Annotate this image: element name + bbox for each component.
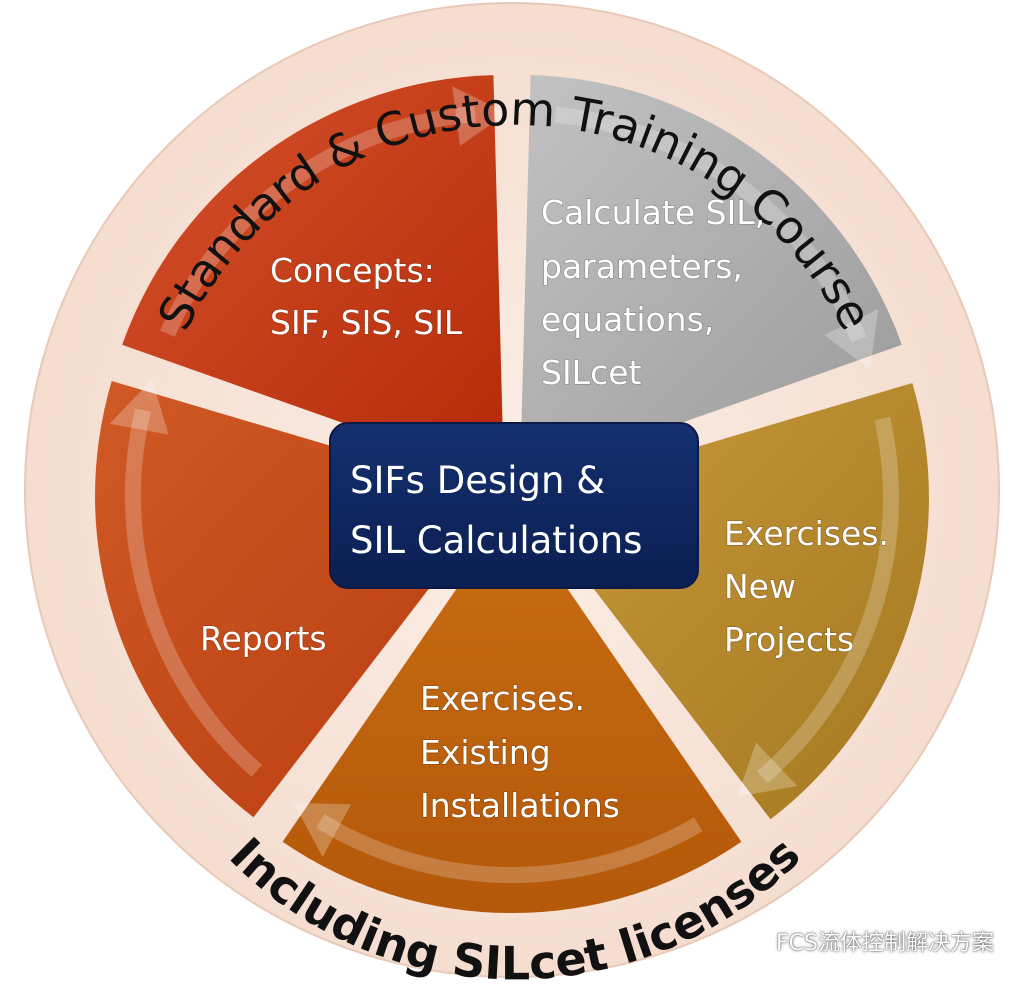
svg-text:Installations: Installations (420, 786, 620, 825)
segment-calculate (520, 75, 902, 480)
segment-existing-arrow-head (293, 803, 352, 857)
label-concepts: Concepts: SIF, SIS, SIL (269, 250, 463, 342)
svg-text:Exercises.: Exercises. (420, 679, 585, 718)
segment-concepts-arrow-band (160, 106, 476, 337)
segment-concepts (122, 75, 508, 480)
segment-calculate-arrow-band (554, 106, 867, 343)
svg-text:equations,: equations, (541, 300, 714, 339)
watermark: FCS流体控制解决方案 (738, 925, 994, 957)
center-line2: SIL Calculations (350, 519, 642, 562)
label-calculate: Calculate SIL, parameters, equations, SI… (540, 192, 765, 392)
label-new-projects: Exercises. New Projects (723, 513, 889, 659)
svg-text:Existing: Existing (420, 733, 551, 772)
segment-calculate-arrow-head (824, 309, 879, 370)
segment-concepts-arrow-head (452, 86, 508, 146)
svg-text:Calculate SIL,: Calculate SIL, (541, 193, 765, 232)
center-line1: SIFs Design & (350, 459, 605, 502)
svg-text:New: New (724, 567, 796, 606)
label-existing: Exercises. Existing Installations (419, 678, 620, 825)
segment-existing-arrow-band (316, 814, 703, 883)
svg-text:Projects: Projects (724, 620, 854, 659)
segment-reports-arrow-head (109, 379, 169, 435)
center-box: SIFs Design & SIL Calculations (329, 422, 699, 589)
segment-reports-arrow-band (125, 408, 263, 777)
svg-text:parameters,: parameters, (541, 247, 743, 286)
segment-new-projects-arrow-band (757, 416, 899, 784)
svg-text:SILcet: SILcet (541, 353, 642, 392)
svg-text:Exercises.: Exercises. (724, 514, 889, 553)
svg-text:Reports: Reports (200, 619, 327, 658)
wechat-icon (738, 928, 768, 954)
segment-new-projects-arrow-head (737, 742, 798, 797)
svg-text:SIF, SIS, SIL: SIF, SIS, SIL (270, 303, 463, 342)
segment-existing (282, 508, 742, 914)
watermark-text: FCS流体控制解决方案 (776, 931, 994, 956)
label-reports: Reports (199, 618, 327, 658)
svg-text:Concepts:: Concepts: (270, 251, 435, 290)
segment-existing-wedge (282, 508, 742, 914)
segment-concepts-wedge (122, 75, 504, 480)
segment-calculate-wedge (520, 75, 902, 480)
